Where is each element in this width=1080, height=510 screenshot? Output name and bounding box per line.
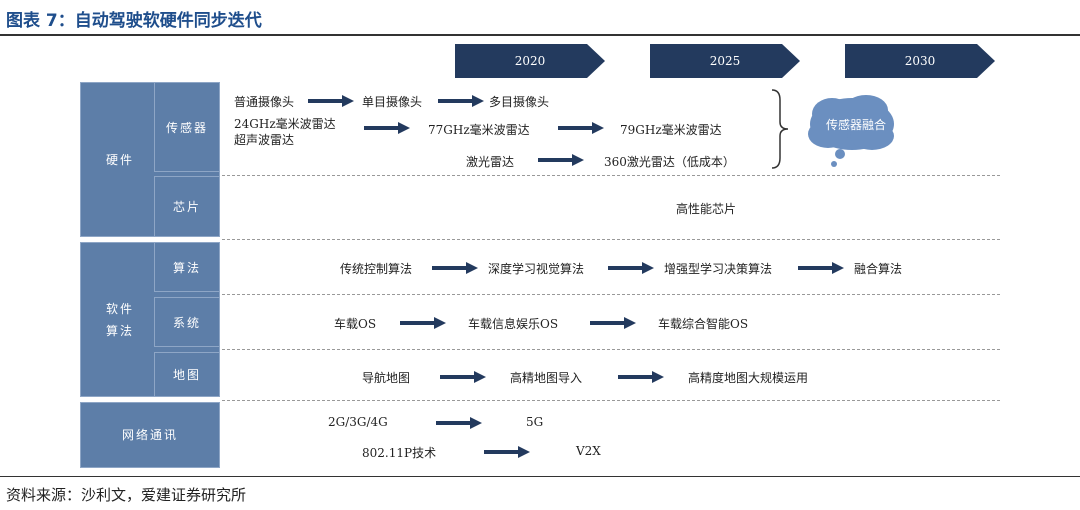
- algorithm-item-1: 传统控制算法: [340, 262, 413, 276]
- row-map: 地图: [154, 352, 220, 397]
- arrow-icon: [438, 95, 484, 107]
- system-item-3: 车载综合智能OS: [658, 317, 749, 331]
- sensor-camera-3: 多目摄像头: [489, 95, 550, 109]
- algorithm-item-2: 深度学习视觉算法: [488, 262, 585, 276]
- row-divider: [222, 239, 1000, 240]
- arrow-icon: [308, 95, 354, 107]
- timeline-2030: 2030: [845, 44, 995, 78]
- source-note: 资料来源：沙利文，爱建证券研究所: [6, 486, 247, 504]
- system-item-1: 车载OS: [334, 317, 377, 331]
- arrow-icon: [558, 122, 604, 134]
- arrow-icon: [432, 262, 478, 274]
- category-network: 网络通讯: [80, 402, 220, 468]
- row-system: 系统: [154, 297, 220, 347]
- sensor-fusion-label: 传感器融合: [826, 118, 887, 132]
- arrow-icon: [538, 154, 584, 166]
- figure-title: 图表 7：自动驾驶软硬件同步迭代: [6, 11, 262, 31]
- network-item-1: 2G/3G/4G: [328, 415, 388, 429]
- arrow-icon: [484, 446, 530, 458]
- algorithm-item-3: 增强型学习决策算法: [664, 262, 773, 276]
- algorithm-item-4: 融合算法: [854, 262, 903, 276]
- sensor-radar-77ghz: 77GHz毫米波雷达: [428, 123, 530, 137]
- row-divider: [222, 400, 1000, 401]
- map-item-1: 导航地图: [362, 371, 411, 385]
- network-item-4: V2X: [576, 444, 601, 458]
- row-divider: [222, 175, 1000, 176]
- category-hardware-label: 硬件: [105, 152, 134, 167]
- arrow-icon: [798, 262, 844, 274]
- sensor-ultrasonic: 超声波雷达: [234, 133, 295, 147]
- cloud-icon: [808, 95, 894, 167]
- map-item-2: 高精地图导入: [510, 371, 583, 385]
- top-rule: [0, 34, 1080, 36]
- row-sensor: 传感器: [154, 82, 220, 172]
- category-software-label-2: 算法: [105, 323, 134, 338]
- sensor-radar-24ghz: 24GHz毫米波雷达: [234, 117, 336, 131]
- arrow-icon: [440, 371, 486, 383]
- timeline-2020: 2020: [455, 44, 605, 78]
- sensor-camera-1: 普通摄像头: [234, 95, 295, 109]
- bottom-rule: [0, 476, 1080, 477]
- arrow-icon: [618, 371, 664, 383]
- row-chip: 芯片: [154, 176, 220, 237]
- sensor-lidar-360: 360激光雷达（低成本）: [604, 155, 735, 169]
- category-software-label-1: 软件: [105, 301, 134, 316]
- network-item-2: 5G: [526, 415, 544, 429]
- row-divider: [222, 349, 1000, 350]
- arrow-icon: [364, 122, 410, 134]
- sensor-camera-2: 单目摄像头: [362, 95, 423, 109]
- brace-icon: [771, 89, 789, 169]
- arrow-icon: [608, 262, 654, 274]
- network-item-3: 802.11P技术: [362, 446, 437, 460]
- chip-item: 高性能芯片: [676, 202, 737, 216]
- row-divider: [222, 294, 1000, 295]
- sensor-radar-79ghz: 79GHz毫米波雷达: [620, 123, 722, 137]
- timeline-2025: 2025: [650, 44, 800, 78]
- arrow-icon: [436, 417, 482, 429]
- arrow-icon: [590, 317, 636, 329]
- row-algorithm: 算法: [154, 242, 220, 292]
- map-item-3: 高精度地图大规模运用: [688, 371, 809, 385]
- system-item-2: 车载信息娱乐OS: [468, 317, 559, 331]
- arrow-icon: [400, 317, 446, 329]
- sensor-lidar: 激光雷达: [466, 155, 515, 169]
- category-network-label: 网络通讯: [121, 428, 178, 442]
